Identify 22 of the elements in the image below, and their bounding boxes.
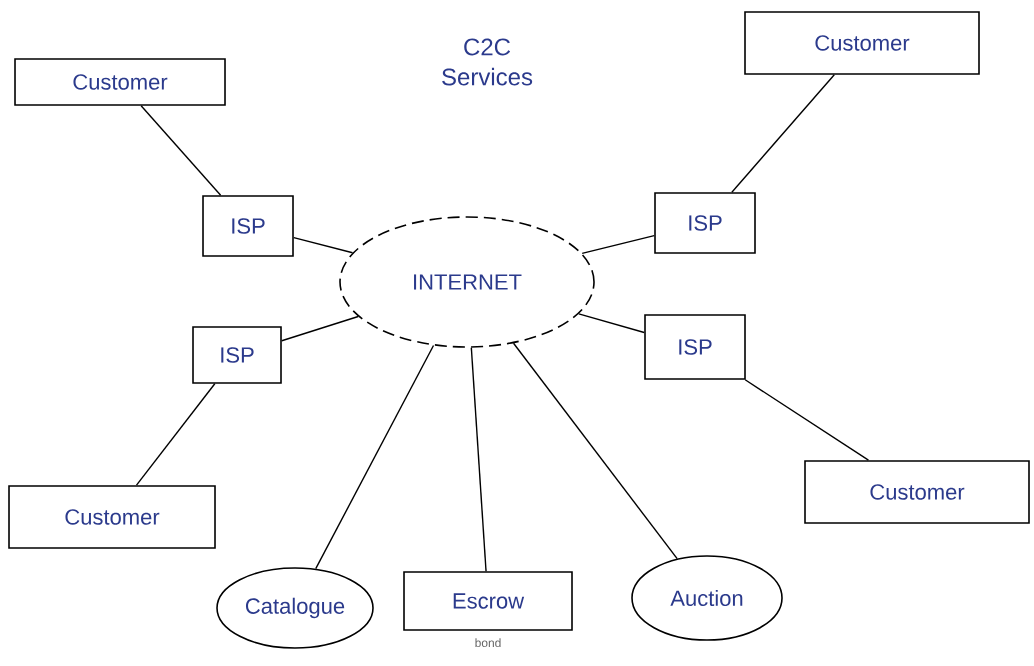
isp-box: ISP [654,192,756,254]
connector-line [315,344,435,570]
connector-line [293,237,354,254]
customer-box: Customer [804,460,1030,524]
connector-line [731,74,835,193]
isp-box: ISP [192,326,282,384]
connector-line [744,379,870,461]
escrow-box: Escrow [403,571,573,631]
customer-box: Customer [14,58,226,106]
connector-line [512,342,678,560]
connector-line [281,315,359,342]
title: C2C Services [442,38,533,86]
customer-box: Customer [744,11,980,75]
customer-box: Customer [8,485,216,549]
note: bond [475,638,501,648]
connector-line [470,347,487,572]
isp-box: ISP [644,314,746,380]
connector-line [140,105,222,196]
connector-line [135,383,216,486]
connector-line [581,234,655,255]
connector-line [578,313,645,334]
isp-box: ISP [202,195,294,257]
